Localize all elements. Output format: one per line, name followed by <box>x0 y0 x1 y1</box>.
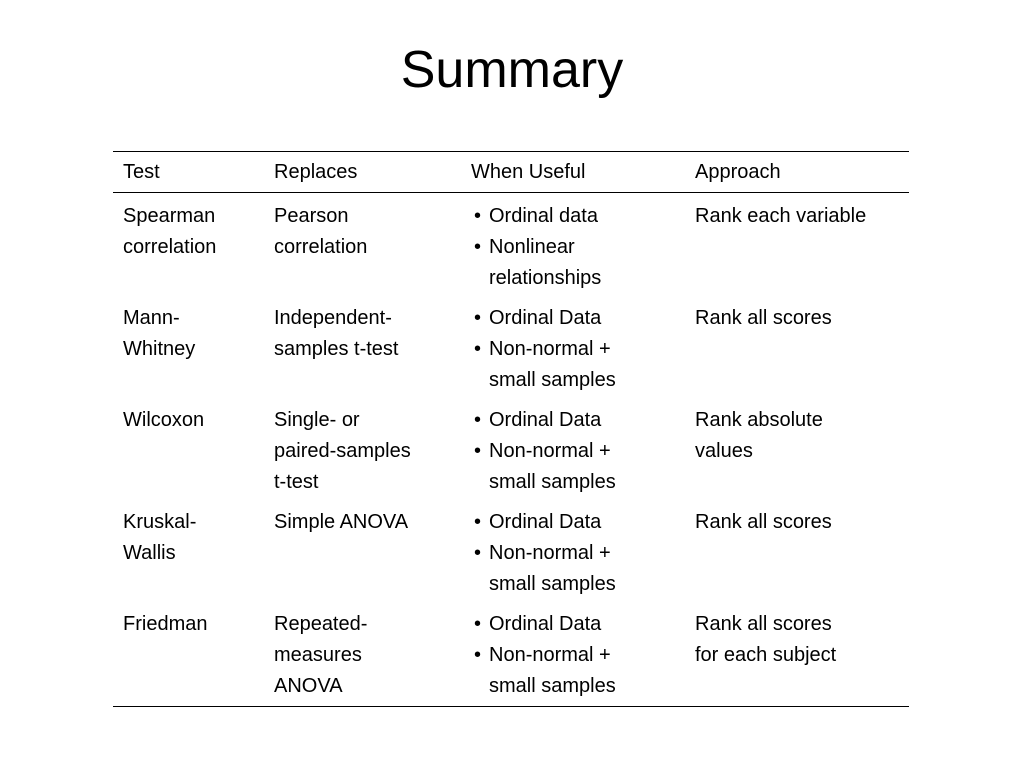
cell-approach: Rank all scores <box>695 511 832 533</box>
cell-approach: Rank all scores for each subject <box>695 613 837 666</box>
cell-when-useful: Ordinal Data Non-normal + small samples <box>461 396 685 498</box>
bullet-list: Ordinal Data Non-normal + small samples <box>471 303 675 396</box>
bullet-item: Ordinal Data <box>471 303 675 334</box>
cell-test: Kruskal- Wallis <box>123 511 197 564</box>
bullet-item: Ordinal data <box>471 201 675 232</box>
summary-table: Test Replaces When Useful Approach Spear… <box>113 151 909 707</box>
header-approach: Approach <box>695 161 781 183</box>
bullet-item: Ordinal Data <box>471 609 675 640</box>
cell-replaces: Single- or paired-samples t-test <box>274 409 411 493</box>
header-when-useful: When Useful <box>471 161 586 183</box>
header-test: Test <box>123 161 160 183</box>
bullet-item: Non-normal + small samples <box>471 436 675 498</box>
table-row: Mann- Whitney Independent- samples t-tes… <box>113 294 909 396</box>
bullet-list: Ordinal data Nonlinear relationships <box>471 201 675 294</box>
cell-test: Mann- Whitney <box>123 307 196 360</box>
cell-when-useful: Ordinal Data Non-normal + small samples <box>461 600 685 707</box>
table-body: Spearman correlation Pearson correlation… <box>113 193 909 707</box>
cell-when-useful: Ordinal Data Non-normal + small samples <box>461 498 685 600</box>
cell-replaces: Repeated- measures ANOVA <box>274 613 368 697</box>
bullet-item: Non-normal + small samples <box>471 640 675 702</box>
bullet-item: Ordinal Data <box>471 507 675 538</box>
bullet-item: Nonlinear relationships <box>471 232 675 294</box>
header-row: Test Replaces When Useful Approach <box>113 151 909 193</box>
cell-replaces: Independent- samples t-test <box>274 307 399 360</box>
slide-title: Summary <box>400 41 624 99</box>
cell-replaces: Pearson correlation <box>274 205 368 258</box>
cell-approach: Rank absolute values <box>695 409 823 462</box>
cell-approach: Rank each variable <box>695 205 867 227</box>
cell-replaces: Simple ANOVA <box>274 511 409 533</box>
table-row: Wilcoxon Single- or paired-samples t-tes… <box>113 396 909 498</box>
cell-test: Wilcoxon <box>123 409 205 431</box>
cell-approach: Rank all scores <box>695 307 832 329</box>
table-header: Test Replaces When Useful Approach <box>113 151 909 193</box>
cell-when-useful: Ordinal data Nonlinear relationships <box>461 193 685 295</box>
table-row: Kruskal- Wallis Simple ANOVA Ordinal Dat… <box>113 498 909 600</box>
bullet-list: Ordinal Data Non-normal + small samples <box>471 507 675 600</box>
header-replaces: Replaces <box>274 161 358 183</box>
table-row: Spearman correlation Pearson correlation… <box>113 193 909 295</box>
bullet-item: Ordinal Data <box>471 405 675 436</box>
cell-test: Friedman <box>123 613 208 635</box>
table-row: Friedman Repeated- measures ANOVA Ordina… <box>113 600 909 707</box>
bullet-list: Ordinal Data Non-normal + small samples <box>471 405 675 498</box>
bullet-item: Non-normal + small samples <box>471 538 675 600</box>
cell-test: Spearman correlation <box>123 205 217 258</box>
bullet-list: Ordinal Data Non-normal + small samples <box>471 609 675 702</box>
bullet-item: Non-normal + small samples <box>471 334 675 396</box>
cell-when-useful: Ordinal Data Non-normal + small samples <box>461 294 685 396</box>
